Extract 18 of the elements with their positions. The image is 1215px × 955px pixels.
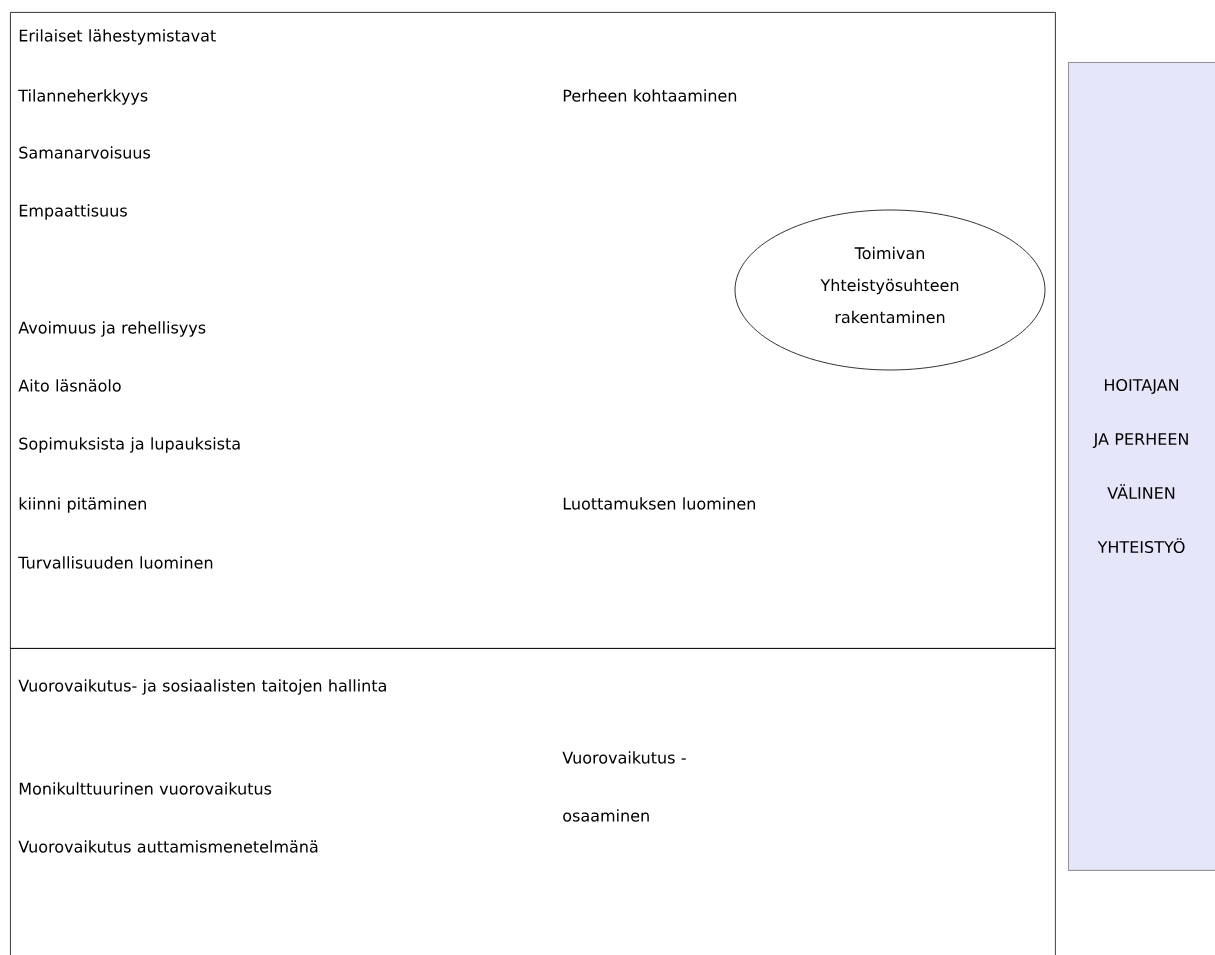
item-text: Erilaiset lähestymistavat (19, 29, 216, 45)
item-text: Avoimuus ja rehellisyys (18, 321, 206, 337)
item-text: Monikulttuurinen vuorovaikutus (19, 782, 272, 795)
item-text: Aito läsnäolo (18, 379, 121, 392)
item-text: Perheen kohtaaminen (563, 89, 737, 102)
item-text: Sopimuksista ja lupauksista (19, 437, 240, 453)
item-text: Vuorovaikutus - (562, 751, 686, 764)
item-text: Empaattisuus (19, 204, 127, 220)
item-text: Vuorovaikutus auttamismenetelmänä (18, 840, 318, 853)
item-text: Tilanneherkkyys (18, 89, 148, 105)
ellipse-text: Toimivan Yhteistyösuhteen rakentaminen (820, 246, 959, 324)
item-text: Vuorovaikutus- ja sosiaalisten taitojen hallinta (18, 679, 386, 695)
item-text: kiinni pitäminen (19, 497, 146, 513)
item-text: Samanarvoisuus (19, 146, 151, 159)
panel-title: HOITAJAN JA PERHEEN VÄLINEN YHTEISTYÖ (1092, 378, 1188, 554)
item-text: Turvallisuuden luominen (18, 556, 213, 569)
item-text: osaaminen (563, 809, 649, 822)
item-text: Luottamuksen luominen (563, 497, 755, 510)
